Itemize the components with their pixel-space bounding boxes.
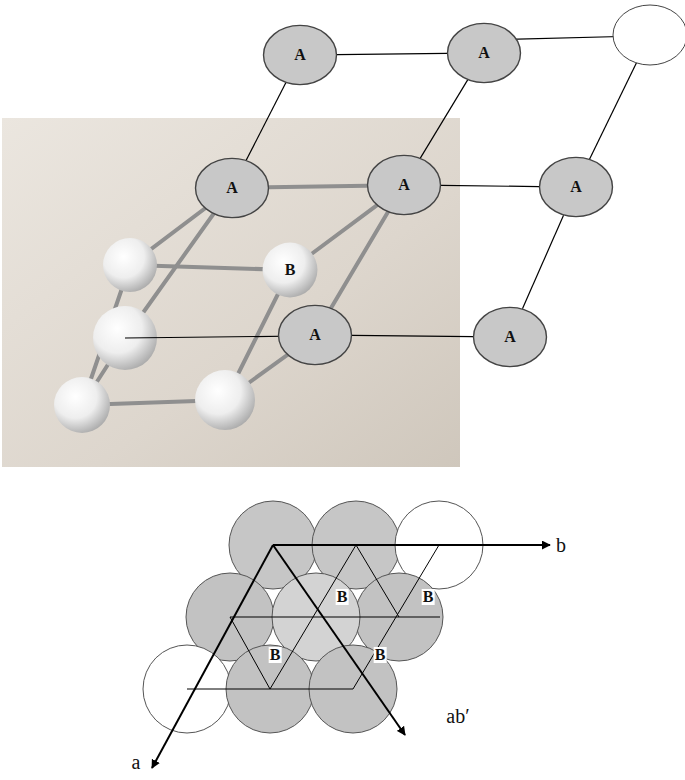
atom-letter: A xyxy=(226,180,238,196)
atom-letter: A xyxy=(309,327,321,343)
site-label: B xyxy=(374,647,387,663)
atom-site: A xyxy=(539,157,613,217)
model-rod xyxy=(269,186,367,188)
atom-letter: A xyxy=(570,179,582,195)
lattice-line xyxy=(441,185,539,186)
atom-site: A xyxy=(367,155,441,215)
model-rod xyxy=(331,212,388,308)
axis-label: ab′ xyxy=(446,706,469,726)
site-label: B xyxy=(336,589,349,605)
atom-letter: A xyxy=(398,177,410,193)
empty-site xyxy=(613,5,685,65)
lattice-line xyxy=(352,335,473,336)
lattice-line xyxy=(337,53,447,54)
atom-letter: A xyxy=(294,47,306,63)
lattice-lines xyxy=(187,545,440,689)
close-packed-layer xyxy=(143,501,483,733)
atom-letter: A xyxy=(504,329,516,345)
axis-label: b xyxy=(556,535,566,555)
atom-site: A xyxy=(447,23,521,83)
site-label: B xyxy=(269,647,282,663)
atom-site: A xyxy=(195,158,269,218)
axis-arrows xyxy=(152,545,550,768)
lattice-line xyxy=(420,80,467,158)
atom-letter: A xyxy=(478,45,490,61)
atom-site: A xyxy=(278,305,352,365)
atom-ball: B xyxy=(262,242,318,298)
atom-letter: B xyxy=(285,262,296,278)
atom-site: A xyxy=(263,25,337,85)
model-photo xyxy=(2,118,460,467)
lattice-line xyxy=(522,215,563,308)
site-label: B xyxy=(422,589,435,605)
axis-label: a xyxy=(132,752,141,772)
lattice-line xyxy=(246,83,286,161)
atom-site: A xyxy=(473,307,547,367)
